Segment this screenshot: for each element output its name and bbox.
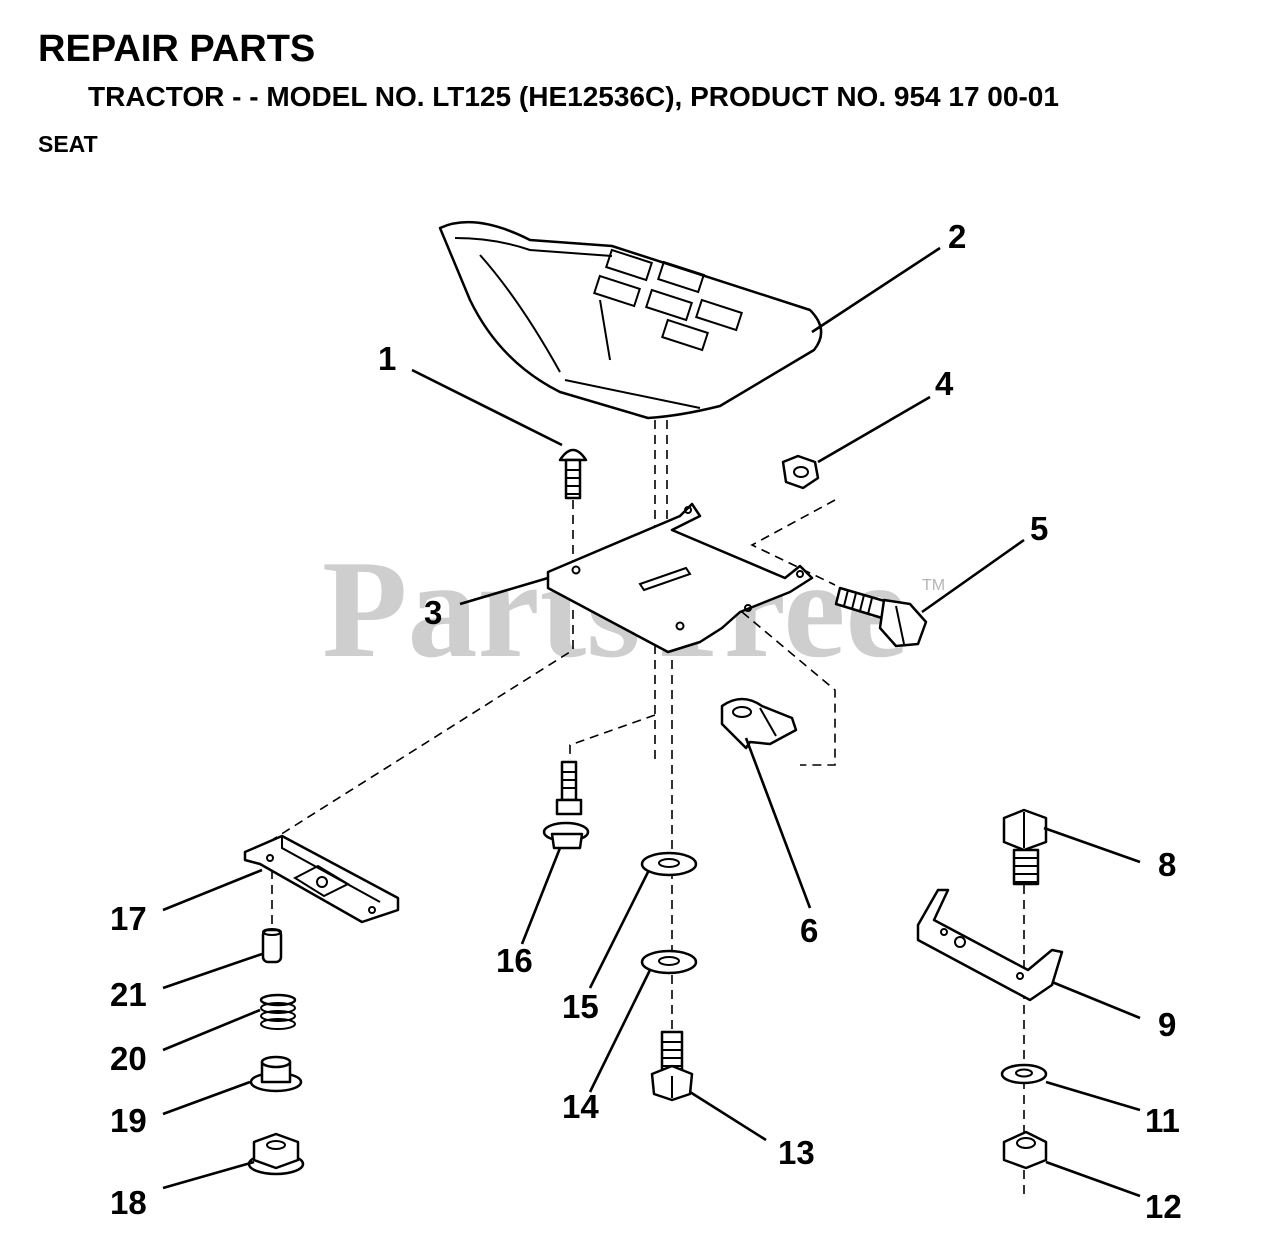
callout-18: 18: [110, 1184, 147, 1221]
callout-12: 12: [1145, 1188, 1182, 1225]
bushing-part: [249, 1055, 303, 1093]
callout-16: 16: [496, 942, 533, 979]
flange-nut-part: [247, 1132, 305, 1176]
seat-part: [438, 220, 823, 420]
leader-lines: [162, 246, 1141, 1198]
flat-washer-15-part: [640, 851, 698, 877]
support-bracket-part: [916, 888, 1064, 1002]
section-label: SEAT: [38, 131, 98, 157]
callout-15: 15: [562, 988, 599, 1025]
seat-plate-part: [546, 502, 814, 654]
washer-11-part: [1000, 1063, 1048, 1085]
carriage-bolt-part: [558, 448, 588, 500]
callout-3: 3: [424, 594, 442, 631]
callout-labels: 1 2 3 4 5 6 8 9 11 12 13 14 15 16 17 18 …: [110, 218, 1182, 1225]
switch-bracket-part: [243, 834, 400, 924]
callout-14: 14: [562, 1088, 599, 1125]
page-title: REPAIR PARTS: [38, 28, 316, 70]
shoulder-bolt-part: [542, 760, 590, 850]
callout-5: 5: [1030, 510, 1048, 547]
trademark-mark: TM: [922, 577, 946, 594]
callout-20: 20: [110, 1040, 147, 1077]
spring-part: [259, 993, 297, 1030]
hex-nut-part: [781, 454, 820, 490]
hex-bolt-13-part: [650, 1030, 694, 1102]
callout-17: 17: [110, 900, 147, 937]
callout-19: 19: [110, 1102, 147, 1139]
hex-bolt-part: [834, 586, 928, 648]
callout-9: 9: [1158, 1006, 1176, 1043]
callout-6: 6: [800, 912, 818, 949]
hex-bolt-8-part: [1002, 808, 1048, 886]
callout-4: 4: [935, 365, 954, 402]
callout-13: 13: [778, 1134, 815, 1171]
lock-nut-part: [1002, 1130, 1048, 1170]
pin-part: [261, 928, 283, 964]
callout-8: 8: [1158, 846, 1176, 883]
callout-11: 11: [1145, 1102, 1180, 1139]
switch-clip-part: [720, 697, 798, 750]
lock-washer-14-part: [640, 949, 698, 975]
callout-1: 1: [378, 340, 396, 377]
model-subtitle: TRACTOR - - MODEL NO. LT125 (HE12536C), …: [88, 81, 1059, 112]
callout-2: 2: [948, 218, 966, 255]
callout-21: 21: [110, 976, 147, 1013]
